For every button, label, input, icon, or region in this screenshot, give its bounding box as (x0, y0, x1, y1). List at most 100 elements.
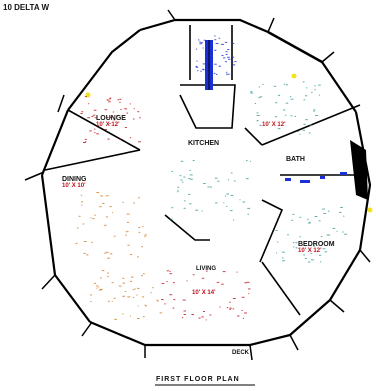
furniture-mark (233, 219, 235, 221)
wall-bath-diag (244, 127, 263, 146)
furniture-mark (217, 180, 220, 182)
furniture-mark (228, 73, 230, 75)
accent-dot (367, 207, 373, 213)
furniture-mark (134, 288, 136, 290)
furniture-mark (230, 195, 234, 196)
furniture-mark (122, 313, 124, 315)
furniture-mark (107, 272, 109, 274)
furniture-mark (122, 277, 125, 279)
furniture-mark (236, 271, 238, 273)
furniture-mark (104, 129, 107, 130)
furniture-mark (120, 109, 122, 110)
furniture-mark (215, 202, 218, 204)
outer-walls (40, 18, 372, 347)
furniture-mark (177, 191, 179, 193)
furniture-mark (259, 124, 262, 126)
furniture-mark (166, 270, 169, 272)
furniture-mark (126, 112, 129, 114)
furniture-mark (196, 60, 198, 62)
furniture-mark (183, 176, 186, 178)
furniture-mark (282, 257, 284, 259)
furniture-mark (189, 170, 191, 171)
furniture-mark (173, 299, 176, 301)
furniture-mark (144, 236, 146, 238)
furniture-mark (226, 307, 229, 309)
furniture-mark (80, 113, 83, 114)
furniture-mark (313, 110, 316, 112)
furniture-mark (75, 242, 78, 244)
furniture-mark (276, 217, 279, 219)
furniture-mark (342, 231, 344, 233)
furniture-mark (283, 83, 285, 85)
furniture-mark (309, 124, 312, 126)
furniture-mark (172, 282, 175, 284)
furniture-mark (177, 186, 180, 188)
furniture-mark (195, 65, 198, 67)
furniture-mark (94, 132, 96, 134)
furniture-mark (96, 192, 99, 194)
furniture-mark (94, 214, 96, 216)
furniture-mark (232, 56, 235, 58)
furniture-mark (226, 205, 228, 207)
furniture-mark (277, 241, 279, 243)
furniture-mark (227, 56, 230, 58)
fin (41, 274, 56, 290)
furniture-mark (318, 220, 321, 222)
furniture-mark (109, 253, 113, 255)
furniture-mark (297, 131, 299, 133)
furniture-mark (109, 98, 111, 100)
wall-right-upper (321, 61, 357, 113)
furniture-mark (124, 291, 127, 292)
furniture-mark (99, 206, 102, 208)
furniture-mark (99, 288, 103, 290)
furniture-mark (343, 215, 345, 217)
furniture-mark (77, 227, 79, 229)
furniture-mark (242, 201, 246, 203)
furniture-mark (203, 183, 206, 184)
furniture-mark (227, 49, 230, 51)
furniture-mark (161, 283, 165, 284)
furniture-mark (207, 186, 210, 188)
furniture-mark (295, 242, 298, 244)
furniture-mark (309, 221, 311, 223)
furniture-mark (213, 72, 216, 74)
furniture-mark (126, 213, 130, 215)
furniture-mark (150, 292, 152, 294)
furniture-mark (83, 142, 86, 143)
furniture-mark (262, 83, 264, 85)
furniture-mark (172, 307, 175, 309)
furniture-mark (246, 160, 248, 162)
furniture-mark (228, 58, 231, 60)
furniture-mark (124, 108, 128, 110)
furniture-mark (169, 270, 171, 272)
furniture-mark (202, 63, 206, 65)
furniture-mark (157, 300, 159, 302)
wall-left (40, 174, 57, 276)
furniture-mark (282, 260, 285, 262)
furniture-mark (142, 226, 144, 227)
fixture (340, 172, 347, 175)
furniture-mark (129, 137, 132, 139)
wall-left-upper (40, 109, 70, 176)
furniture-mark (137, 305, 139, 307)
furniture-mark (319, 254, 322, 256)
furniture-mark (299, 216, 302, 218)
furniture-mark (224, 41, 228, 43)
furniture-mark (241, 296, 245, 298)
furniture-mark (245, 178, 249, 180)
furniture-mark (234, 61, 237, 63)
furniture-mark (86, 254, 89, 256)
furniture-mark (90, 217, 92, 219)
furniture-mark (156, 299, 158, 301)
furniture-mark (230, 210, 233, 212)
furniture-mark (303, 99, 306, 101)
furniture-mark (179, 175, 182, 177)
furniture-mark (129, 103, 131, 105)
furniture-mark (226, 193, 229, 195)
furniture-mark (198, 39, 200, 41)
furniture-mark (92, 114, 96, 116)
heavy-wall-block (350, 140, 368, 200)
furniture-mark (320, 261, 322, 263)
furniture-mark (199, 43, 202, 45)
furniture-mark (232, 308, 235, 310)
